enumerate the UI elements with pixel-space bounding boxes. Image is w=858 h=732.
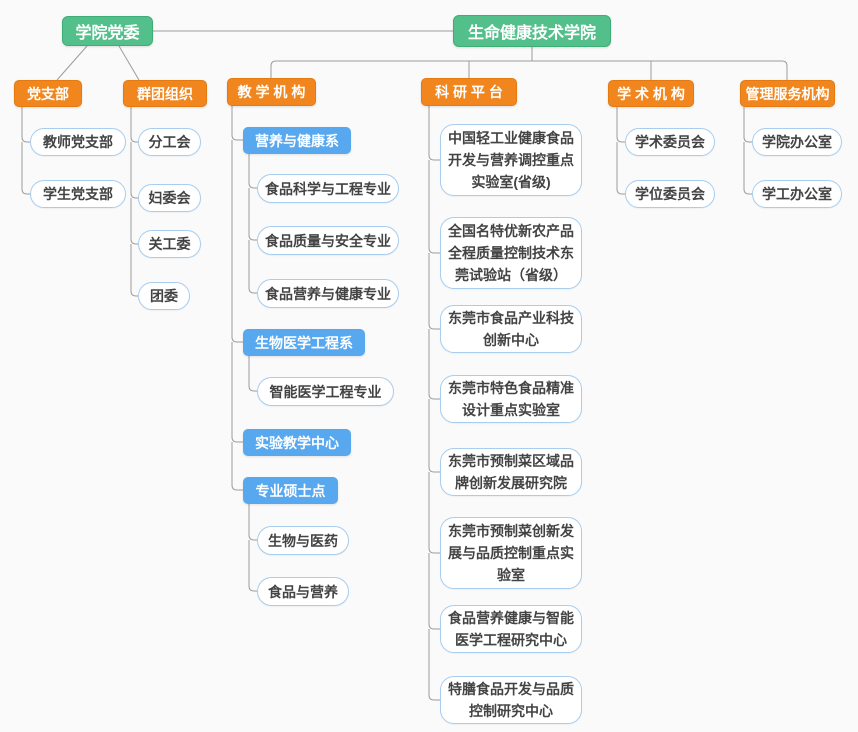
node-nutrition-health-dept: 营养与健康系 [243,127,351,154]
node-professional-masters: 专业硕士点 [243,477,338,504]
node-teaching-organs: 教 学 机 构 [227,78,316,106]
node-research-lab-6: 东莞市预制菜创新发展与品质控制重点实验室 [440,517,582,589]
node-women-committee: 妇委会 [138,184,201,212]
node-research-lab-4: 东莞市特色食品精准设计重点实验室 [440,375,582,423]
node-academic-organs: 学 术 机 构 [608,80,694,107]
node-food-nutrition-health-major: 食品营养与健康专业 [257,279,399,308]
node-college-party-committee: 学院党委 [62,16,153,46]
node-biomedical-eng-dept: 生物医学工程系 [243,329,365,356]
node-degree-committee: 学位委员会 [625,180,715,208]
node-youth-league: 团委 [138,282,190,310]
node-research-lab-3: 东莞市食品产业科技创新中心 [440,305,582,353]
node-research-lab-8: 特膳食品开发与品质控制研究中心 [440,676,582,724]
node-experimental-teaching-center: 实验教学中心 [243,429,351,456]
node-research-platforms: 科 研 平 台 [421,78,517,106]
node-food-nutrition-program: 食品与营养 [257,577,349,606]
node-research-lab-7: 食品营养健康与智能医学工程研究中心 [440,605,582,653]
node-mass-organizations: 群团组织 [123,80,207,107]
node-labor-union: 分工会 [138,128,201,156]
node-food-science-engineering-major: 食品科学与工程专业 [257,174,399,203]
node-research-lab-5: 东莞市预制菜区域品牌创新发展研究院 [440,448,582,496]
node-party-branches: 党支部 [14,80,82,107]
node-research-lab-1: 中国轻工业健康食品开发与营养调控重点实验室(省级) [440,124,582,196]
node-college-office: 学院办公室 [752,128,842,156]
node-research-lab-2: 全国名特优新农产品全程质量控制技术东莞试验站（省级） [440,217,582,289]
node-student-affairs-office: 学工办公室 [752,180,842,208]
node-food-quality-safety-major: 食品质量与安全专业 [257,226,399,255]
node-college: 生命健康技术学院 [453,15,611,47]
node-student-party-branch: 学生党支部 [30,180,126,208]
node-admin-service-organs: 管理服务机构 [740,80,835,107]
node-teacher-party-branch: 教师党支部 [30,128,126,156]
node-intelligent-medical-eng-major: 智能医学工程专业 [257,377,394,406]
node-care-committee: 关工委 [138,230,201,258]
node-academic-committee: 学术委员会 [625,128,715,156]
node-biology-medicine-program: 生物与医药 [257,526,349,555]
